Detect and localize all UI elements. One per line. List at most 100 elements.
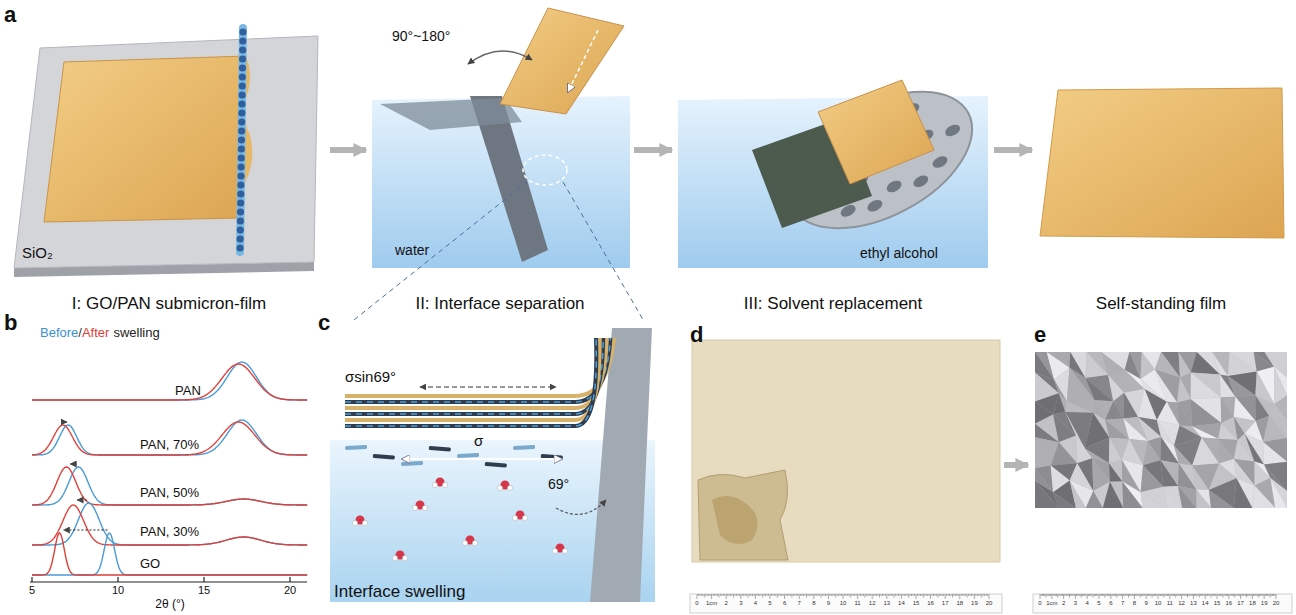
foil-facet	[1270, 478, 1287, 508]
film-layer	[345, 338, 607, 408]
ruler-tick	[952, 594, 953, 598]
medium-label: water	[395, 242, 429, 258]
foil-facet	[1263, 416, 1287, 442]
ruler-tick	[1155, 594, 1156, 596]
ruler-tick	[1271, 594, 1272, 596]
zoom-caption: Interface swelling	[334, 582, 465, 602]
ruler-tick	[981, 594, 982, 598]
ruler-tick	[786, 594, 787, 596]
ruler-tick	[1231, 594, 1232, 596]
ruler-number: 18	[1249, 600, 1256, 607]
ruler-tick	[1265, 594, 1266, 596]
ruler-tick	[1263, 594, 1264, 596]
before-curve	[32, 362, 307, 400]
ruler-tick	[910, 594, 911, 596]
ruler-tick	[1148, 594, 1149, 596]
bead	[238, 100, 245, 107]
ruler-tick	[1206, 594, 1207, 596]
ruler-tick	[1110, 594, 1111, 599]
foil-facet	[1174, 446, 1192, 466]
ruler-tick	[841, 594, 842, 596]
ruler-tick	[720, 594, 721, 596]
photo-panel: e	[1030, 322, 1292, 614]
ruler-tick	[710, 594, 711, 596]
ruler-tick	[797, 594, 798, 596]
go-pan-film	[44, 56, 246, 222]
ruler-tick	[923, 594, 924, 598]
flake	[513, 445, 535, 450]
layer-stack	[345, 338, 614, 426]
foil-facet	[1196, 490, 1211, 509]
ruler-tick	[732, 594, 733, 596]
ruler-tick	[1198, 594, 1199, 596]
ruler-tick	[1082, 594, 1083, 596]
ruler-tick	[717, 594, 718, 596]
ruler-tick	[924, 594, 925, 596]
ruler-tick	[788, 594, 789, 596]
ruler	[690, 594, 1002, 613]
ruler-tick	[1260, 594, 1261, 596]
step-caption: III: Solvent replacement	[744, 294, 923, 314]
bead	[238, 145, 245, 152]
ruler-tick	[908, 594, 909, 598]
ruler-tick	[1132, 594, 1133, 596]
foil-facet	[1209, 490, 1234, 508]
foil-facet	[1109, 463, 1122, 481]
hole	[885, 178, 904, 194]
ruler-tick	[1071, 594, 1072, 596]
ruler-number: 3	[1074, 600, 1077, 607]
ruler-tick	[897, 594, 898, 596]
ruler-tick	[962, 594, 963, 596]
ruler-tick	[1154, 594, 1155, 596]
tick-label: 5	[29, 584, 35, 597]
foil-facet	[1245, 434, 1264, 465]
ruler-tick	[971, 594, 972, 596]
ruler-tick	[799, 594, 800, 599]
foil-facet	[1218, 439, 1234, 464]
ruler-tick	[704, 594, 705, 598]
ruler-tick	[733, 594, 734, 598]
ruler-tick	[1055, 594, 1056, 596]
foil-facet	[1191, 399, 1222, 426]
angle-label: 69°	[548, 476, 569, 492]
step-panel: I: GO/PAN submicron-film	[10, 20, 328, 314]
ruler-tick	[737, 594, 738, 596]
ruler-tick	[904, 594, 905, 596]
ruler-tick	[863, 594, 864, 596]
ruler-tick	[1253, 594, 1254, 596]
bead	[237, 181, 244, 188]
ruler-tick	[1070, 594, 1071, 596]
foil-facet	[1124, 370, 1144, 393]
ruler-tick	[1167, 594, 1168, 596]
ruler-tick	[837, 594, 838, 596]
ruler-number: 11	[1167, 600, 1173, 607]
foil-facet	[1192, 426, 1218, 438]
ruler-tick	[1169, 594, 1170, 599]
ruler-tick	[1212, 594, 1213, 596]
ruler-tick	[965, 594, 966, 596]
foil-facet	[1085, 438, 1110, 464]
panel-letter: d	[690, 322, 703, 347]
ruler-tick	[729, 594, 730, 596]
legend-text: Before	[40, 326, 78, 341]
ruler-tick	[1178, 594, 1179, 596]
ruler-tick	[761, 594, 762, 596]
ruler-tick	[1049, 594, 1050, 596]
angle-arrow	[468, 51, 532, 64]
ruler-tick	[813, 594, 814, 599]
tick-label: 15	[198, 584, 210, 597]
ruler-tick	[1120, 594, 1121, 596]
ruler-tick	[762, 594, 763, 598]
hydrogen	[522, 515, 527, 520]
ruler-tick	[1140, 594, 1141, 598]
before-curve	[32, 533, 307, 575]
water-channel	[345, 338, 596, 426]
ruler-tick	[1225, 594, 1226, 596]
foil-facet	[1177, 378, 1191, 403]
ruler-tick	[723, 594, 724, 596]
ruler-tick	[1196, 594, 1197, 596]
stress-arrow	[402, 458, 562, 460]
ruler-tick	[1043, 594, 1044, 596]
ruler-tick	[911, 594, 912, 596]
bead	[238, 136, 245, 143]
